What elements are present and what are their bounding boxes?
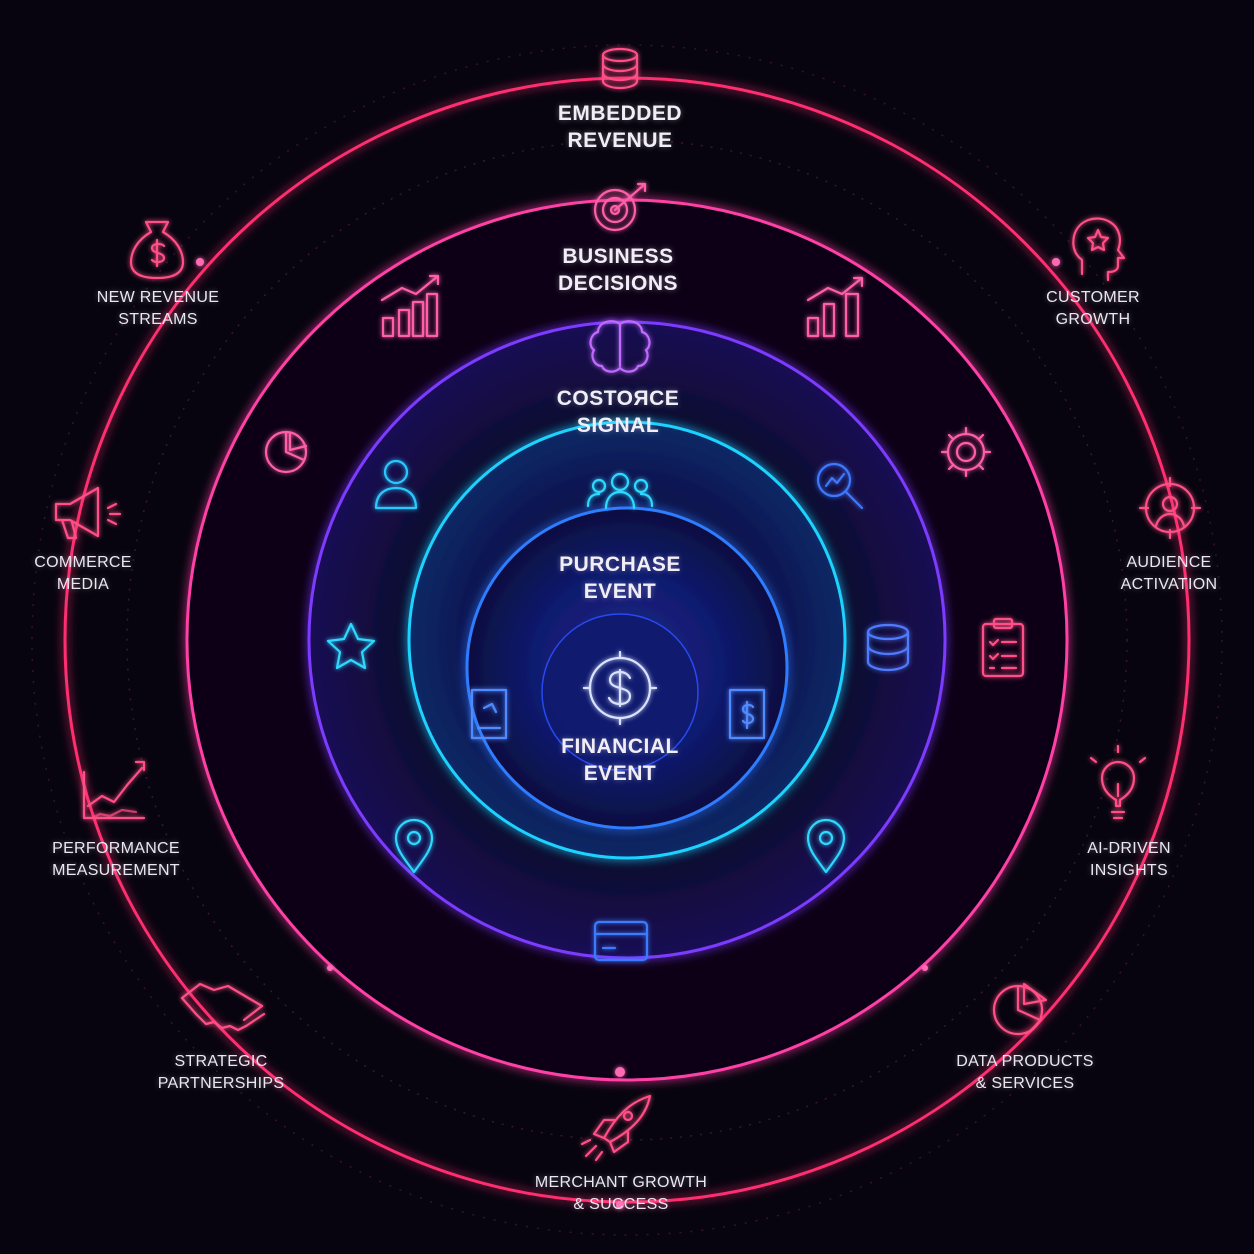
outer-label-commerce-media: COMMERCE MEDIA — [34, 554, 132, 593]
bar-chart-icon — [806, 276, 864, 338]
database-icon — [601, 47, 639, 90]
handshake-icon — [180, 982, 266, 1032]
ring-label-costorce-signal: COSTOЯCE SIGNAL — [556, 387, 680, 437]
bar-chart-icon — [380, 274, 440, 338]
audience-target-icon — [1138, 476, 1202, 540]
ring-dot — [196, 258, 204, 266]
mid-dotted-ring — [126, 139, 1128, 1141]
head-star-icon — [1072, 217, 1126, 282]
ring-dot — [922, 965, 928, 971]
star-icon — [326, 622, 376, 670]
ring-embedded-revenue — [63, 76, 1191, 1204]
ring-label-purchase-event: PURCHASE EVENT — [559, 553, 681, 603]
pie-chart-icon — [264, 430, 308, 474]
ring-dot — [616, 1201, 624, 1209]
megaphone-icon — [54, 486, 122, 540]
outer-label-data-products-services: DATA PRODUCTS & SERVICES — [956, 1053, 1094, 1092]
outer-label-ai-driven-insights: AI-DRIVEN INSIGHTS — [1087, 840, 1171, 879]
ring-dot — [327, 965, 333, 971]
growth-chart-icon — [82, 760, 146, 820]
clipboard-icon — [981, 617, 1025, 678]
target-icon — [593, 182, 647, 232]
outer-label-performance-measurement: PERFORMANCE MEASUREMENT — [52, 840, 180, 879]
document-icon — [470, 688, 508, 740]
ring-dot — [1052, 258, 1060, 266]
dollar-icon — [582, 650, 658, 726]
money-bag-icon — [129, 220, 185, 280]
credit-card-icon — [593, 920, 649, 962]
ring-dot — [615, 1067, 625, 1077]
outer-dotted-ring — [31, 44, 1223, 1236]
pie-chart-icon — [992, 982, 1048, 1036]
outer-label-customer-growth: CUSTOMER GROWTH — [1046, 289, 1140, 328]
outer-label-new-revenue-streams: NEW REVENUE STREAMS — [96, 289, 220, 328]
location-pin-icon — [394, 818, 434, 874]
invoice-icon — [728, 688, 766, 740]
ring-dots — [196, 258, 1060, 1209]
ring-label-embedded-revenue: EMBEDDED REVENUE — [557, 102, 683, 152]
people-group-icon — [586, 472, 654, 510]
ring-label-business-decisions: BUSINESS DECISIONS — [557, 245, 679, 295]
ring-label-financial-event: FINANCIAL EVENT — [561, 735, 679, 785]
gear-icon — [940, 426, 992, 478]
brain-icon — [589, 320, 651, 373]
location-pin-icon — [806, 818, 846, 874]
outer-label-merchant-growth-success: MERCHANT GROWTH & SUCCESS — [534, 1174, 708, 1213]
storage-icon — [866, 623, 910, 672]
outer-label-audience-activation: AUDIENCE ACTIVATION — [1120, 554, 1218, 593]
person-icon — [374, 459, 418, 510]
rocket-icon — [580, 1094, 652, 1162]
outer-label-strategic-partnerships: STRATEGIC PARTNERSHIPS — [157, 1053, 285, 1092]
lightbulb-icon — [1089, 744, 1147, 820]
analytics-search-icon — [816, 462, 864, 510]
